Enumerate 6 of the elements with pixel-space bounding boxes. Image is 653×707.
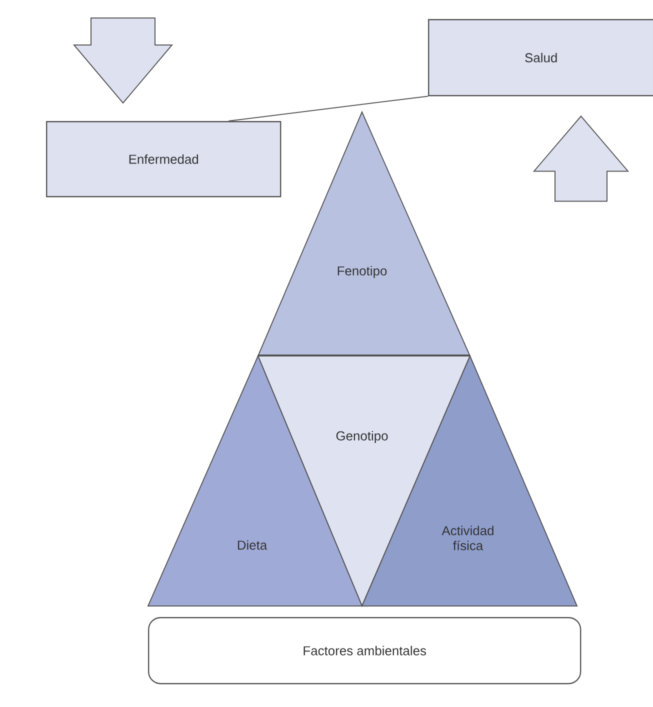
box: Enfermedad: [46, 121, 282, 198]
rounded-box: Factores ambientales: [148, 617, 582, 684]
connector-line: [228, 96, 428, 122]
box: Salud: [428, 19, 653, 96]
block-arrow: [532, 115, 630, 202]
block-arrow: [72, 18, 174, 104]
